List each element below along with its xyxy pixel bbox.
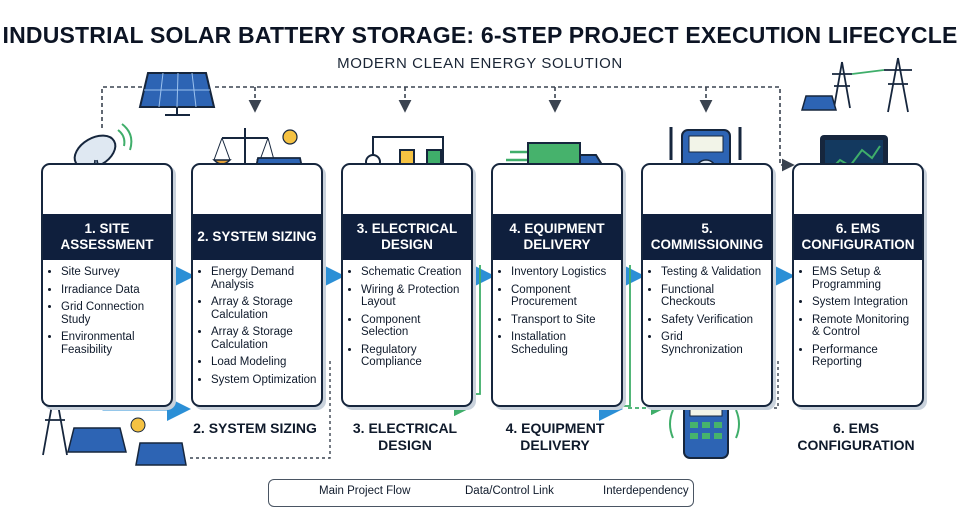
below-label-electrical-design: 3. ELECTRICAL DESIGN xyxy=(352,420,458,453)
step-title: 4. EQUIPMENT DELIVERY xyxy=(493,214,621,260)
list-item: Array & Storage Calculation xyxy=(211,326,317,351)
step-card-5: 5. COMMISSIONING Testing & Validation Fu… xyxy=(641,163,773,407)
step-items: Inventory Logistics Component Procuremen… xyxy=(493,266,621,361)
list-item: Inventory Logistics xyxy=(511,266,617,279)
step-title: 2. SYSTEM SIZING xyxy=(193,214,321,260)
list-item: Performance Reporting xyxy=(812,344,918,369)
page-title: INDUSTRIAL SOLAR BATTERY STORAGE: 6-STEP… xyxy=(2,22,958,48)
step-items: Site Survey Irradiance Data Grid Connect… xyxy=(43,266,171,361)
list-item: Remote Monitoring & Control xyxy=(812,314,918,339)
list-item: Grid Connection Study xyxy=(61,301,167,326)
legend-interdependency: Interdependency xyxy=(603,485,689,497)
list-item: Wiring & Protection Layout xyxy=(361,284,467,309)
list-item: Safety Verification xyxy=(661,314,767,327)
list-item: Site Survey xyxy=(61,266,167,279)
legend-main-flow: Main Project Flow xyxy=(319,485,411,497)
list-item: Transport to Site xyxy=(511,314,617,327)
step-items: Energy Demand Analysis Array & Storage C… xyxy=(193,266,321,391)
step-card-3: 3. ELECTRICAL DESIGN Schematic Creation … xyxy=(341,163,473,407)
list-item: System Optimization xyxy=(211,374,317,387)
step-title: 3. ELECTRICAL DESIGN xyxy=(343,214,471,260)
below-label-system-sizing: 2. SYSTEM SIZING xyxy=(193,420,317,436)
bottom-solar-panels-icon xyxy=(67,417,187,466)
step-card-6: 6. EMS CONFIGURATION EMS Setup & Program… xyxy=(792,163,924,407)
list-item: Grid Synchronization xyxy=(661,331,767,356)
step-card-1: 1. SITE ASSESSMENT Site Survey Irradianc… xyxy=(41,163,173,407)
interdependency-top-line xyxy=(101,86,795,172)
list-item: EMS Setup & Programming xyxy=(812,266,918,291)
below-label-ems-configuration: 6. EMS CONFIGURATION xyxy=(797,420,915,453)
list-item: Testing & Validation xyxy=(661,266,767,279)
list-item: Component Procurement xyxy=(511,284,617,309)
list-item: Energy Demand Analysis xyxy=(211,266,317,291)
step-title: 1. SITE ASSESSMENT xyxy=(43,214,171,260)
page-subtitle: MODERN CLEAN ENERGY SOLUTION xyxy=(337,55,623,72)
solar-panel-icon xyxy=(138,72,216,116)
list-item: Array & Storage Calculation xyxy=(211,296,317,321)
below-label-equipment-delivery: 4. EQUIPMENT DELIVERY xyxy=(505,420,605,453)
list-item: Load Modeling xyxy=(211,356,317,369)
list-item: Functional Checkouts xyxy=(661,284,767,309)
step-items: Schematic Creation Wiring & Protection L… xyxy=(343,266,471,374)
list-item: Schematic Creation xyxy=(361,266,467,279)
legend-data-link: Data/Control Link xyxy=(465,485,554,497)
small-solar-panel-icon xyxy=(801,95,837,111)
step-items: EMS Setup & Programming System Integrati… xyxy=(794,266,922,374)
step-card-4: 4. EQUIPMENT DELIVERY Inventory Logistic… xyxy=(491,163,623,407)
list-item: Regulatory Compliance xyxy=(361,344,467,369)
list-item: Environmental Feasibility xyxy=(61,331,167,356)
step-title: 5. COMMISSIONING xyxy=(643,214,771,260)
step-card-2: 2. SYSTEM SIZING Energy Demand Analysis … xyxy=(191,163,323,407)
list-item: Irradiance Data xyxy=(61,284,167,297)
step-items: Testing & Validation Functional Checkout… xyxy=(643,266,771,361)
list-item: System Integration xyxy=(812,296,918,309)
list-item: Installation Scheduling xyxy=(511,331,617,356)
step-title: 6. EMS CONFIGURATION xyxy=(794,214,922,260)
list-item: Component Selection xyxy=(361,314,467,339)
legend: Main Project Flow Data/Control Link Inte… xyxy=(268,479,694,507)
